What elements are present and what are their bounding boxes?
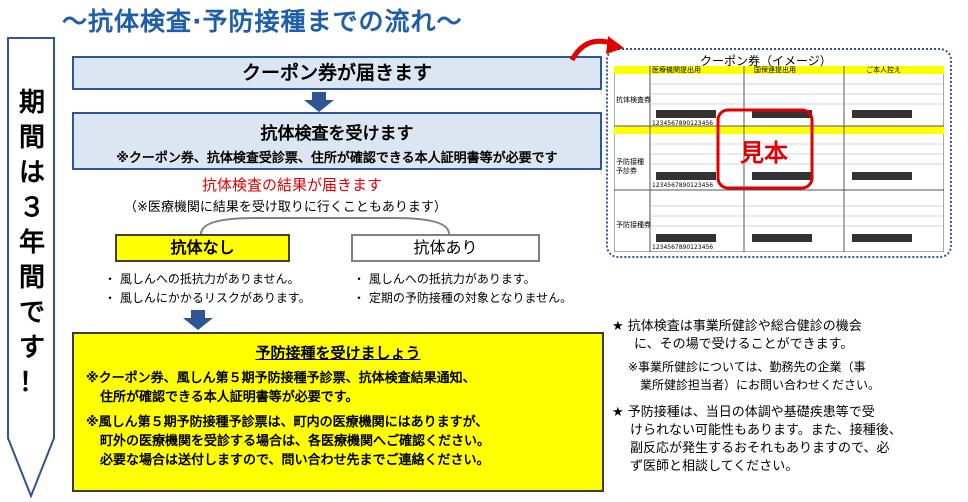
coupon-barcode-number: 1234567890123456	[652, 182, 714, 189]
result-note: （※医療機関に結果を受け取りに行くこともあります）	[124, 200, 447, 215]
coupon-row-label: 抗体検査券	[616, 96, 651, 104]
note-antibody: ★ 抗体検査は事業所健診や総合健診の機会 に、その場で受けることができます。	[612, 319, 862, 352]
note-vaccination: ★ 予防接種は、当日の体調や基礎疾患等で受 けられない可能性もあります。また、接…	[612, 405, 902, 474]
antibody-test-box: 抗体検査を受けます ※クーポン券、抗体検査受診票、住所が確認できる本人証明書等が…	[72, 112, 602, 170]
down-arrow-icon	[183, 310, 213, 330]
no-antibody-bullets: ・ 風しんへの抵抗力がありません。 ・ 風しんにかかるリスクがあります。	[104, 270, 311, 308]
sample-stamp: 見本	[740, 139, 788, 167]
has-antibody-box: 抗体あり	[351, 234, 540, 262]
list-item: ・ 風しんにかかるリスクがあります。	[104, 291, 311, 305]
coupon-arrives-box: クーポン券が届きます	[72, 56, 602, 90]
branch-lines	[200, 217, 450, 235]
coupon-col-header: 国保連提出用	[754, 66, 796, 74]
coupon-row-label: 予防接種予診券	[616, 158, 644, 175]
no-antibody-box: 抗体なし	[115, 234, 290, 262]
antibody-test-note: ※クーポン券、抗体検査受診票、住所が確認できる本人証明書等が必要です	[116, 151, 558, 166]
vaccination-box: 予防接種を受けましょう ※クーポン券、風しん第５期予防接種予診票、抗体検査結果通…	[72, 332, 604, 492]
coupon-barcode-number: 1234567890123456	[652, 120, 714, 127]
coupon-sheet	[614, 66, 944, 252]
coupon-col-header: 医療機関提出用	[652, 66, 701, 74]
list-item: ・ 風しんへの抵抗力があります。	[353, 272, 536, 286]
result-title: 抗体検査の結果が届きます	[202, 176, 383, 194]
vaccination-note-1: ※クーポン券、風しん第５期予防接種予診票、抗体検査結果通知、 住所が確認できる本…	[86, 371, 476, 405]
page-title: ～抗体検査·予防接種までの流れ～	[62, 7, 463, 36]
curved-arrow-icon	[569, 36, 624, 62]
down-arrow-icon	[304, 92, 334, 112]
coupon-row-label: 予防接種券	[616, 221, 651, 229]
list-item: ・ 風しんへの抵抗力がありません。	[104, 272, 300, 286]
has-antibody-bullets: ・ 風しんへの抵抗力があります。 ・ 定期の予防接種の対象となりません。	[353, 270, 572, 308]
coupon-image-title: クーポン券（イメージ）	[700, 54, 832, 68]
list-item: ・ 定期の予防接種の対象となりません。	[353, 291, 573, 305]
period-arrow	[7, 37, 55, 498]
note-workplace: ※事業所健診については、勤務先の企業（事 業所健診担当者）にお問い合わせください…	[628, 360, 881, 392]
vaccination-note-2: ※風しん第５期予防接種予診票は、町内の医療機関にはありますが、 町外の医療機関を…	[86, 415, 491, 468]
coupon-col-header: ご本人控え	[866, 66, 901, 74]
vaccination-title: 予防接種を受けましょう	[255, 344, 421, 362]
antibody-test-title: 抗体検査を受けます	[260, 124, 414, 144]
coupon-barcode-number: 1234567890123456	[652, 244, 714, 251]
